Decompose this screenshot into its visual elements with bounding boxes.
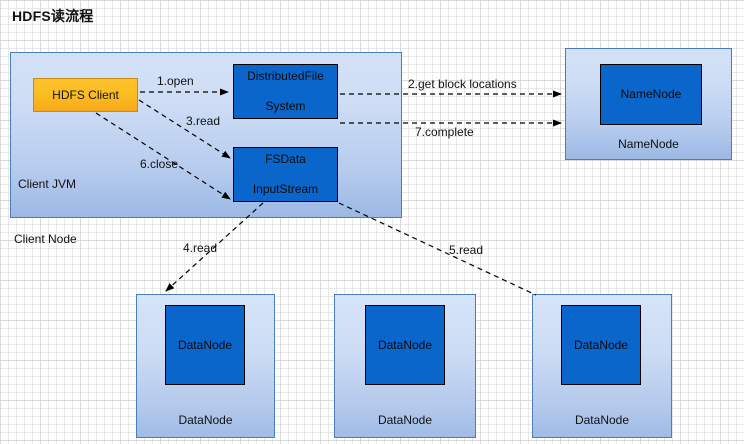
client-node-label: Client Node <box>14 232 77 246</box>
page-title: HDFS读流程 <box>12 8 94 24</box>
edge-label-open: 1.open <box>157 74 194 88</box>
fsdata-input-stream-box[interactable]: FSData InputStream <box>233 147 338 202</box>
data-node-component-label-1: DataNode <box>177 337 233 352</box>
arrow-read-4 <box>165 202 264 292</box>
distributed-file-system-label: DistributedFile System <box>247 69 324 113</box>
data-node-box-3[interactable]: DataNode <box>561 305 641 385</box>
data-node-caption-3: DataNode <box>574 413 630 427</box>
name-node-box[interactable]: NameNode <box>600 64 702 125</box>
client-jvm-label: Client JVM <box>18 177 77 191</box>
data-node-component-label-3: DataNode <box>573 337 629 352</box>
data-node-component-label-2: DataNode <box>377 337 433 352</box>
edge-label-get-block-locations: 2.get block locations <box>408 77 517 91</box>
data-node-caption-1: DataNode <box>178 413 233 427</box>
fsdata-input-stream-label: FSData InputStream <box>252 152 319 196</box>
edge-label-close: 6.close <box>140 157 179 171</box>
arrow-read-5 <box>338 202 537 296</box>
distributed-file-system-box[interactable]: DistributedFile System <box>233 64 338 119</box>
data-node-box-1[interactable]: DataNode <box>165 305 245 385</box>
edge-label-complete: 7.complete <box>415 125 474 139</box>
edge-label-read-4: 4.read <box>183 241 218 255</box>
edge-label-read-3: 3.read <box>186 114 221 128</box>
data-node-caption-2: DataNode <box>377 413 433 427</box>
hdfs-client-box[interactable]: HDFS Client <box>33 78 138 112</box>
name-node-caption: NameNode <box>618 137 679 151</box>
hdfs-client-label: HDFS Client <box>52 88 119 102</box>
data-node-box-2[interactable]: DataNode <box>365 305 445 385</box>
name-node-component-label: NameNode <box>620 87 682 101</box>
edge-label-read-5: 5.read <box>449 243 484 257</box>
